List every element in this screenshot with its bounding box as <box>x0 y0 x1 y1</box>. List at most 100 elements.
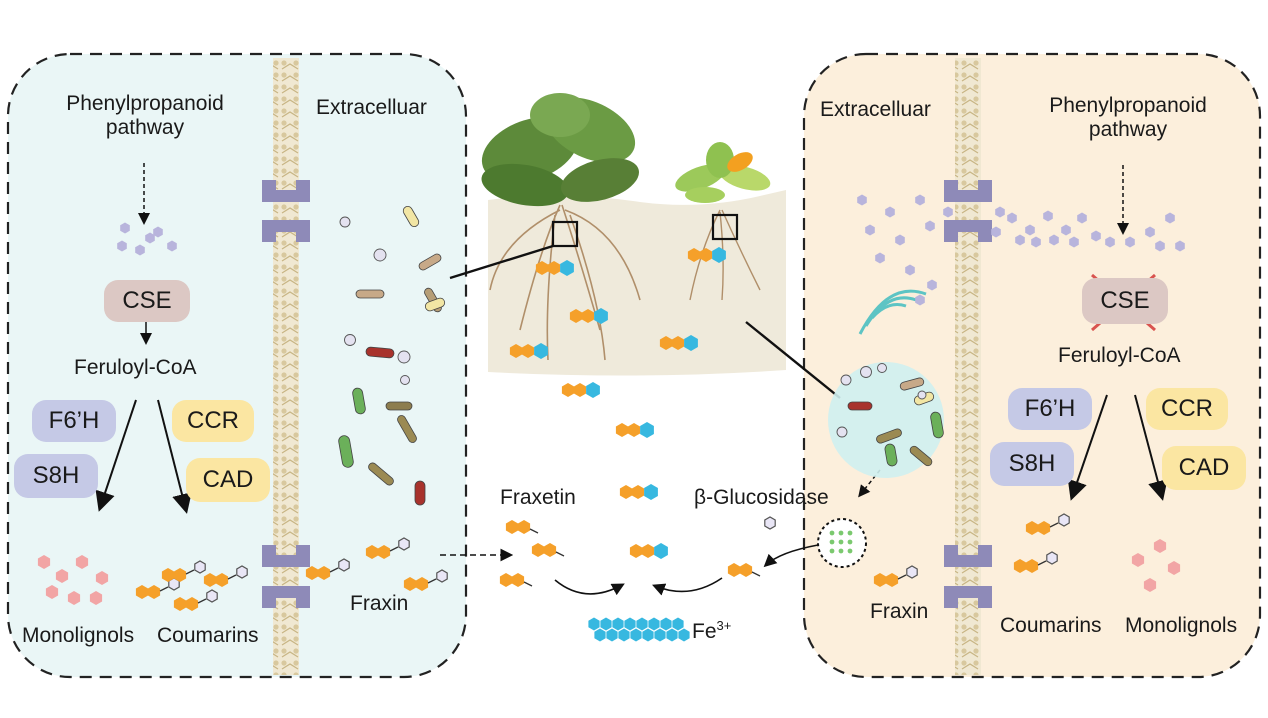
fe-coumarin-complex-ring-2 <box>581 309 595 323</box>
microbe-arrow <box>858 469 881 498</box>
fe3-ion <box>594 628 606 642</box>
zoom-line-left <box>449 244 554 280</box>
fraxin-molecule-link <box>185 569 195 575</box>
fe-charge: 3+ <box>716 618 732 633</box>
spore <box>836 426 848 438</box>
monolignol-hex <box>37 555 51 569</box>
fraxin-molecule-ring-1 <box>365 545 379 559</box>
left-panel <box>6 52 468 679</box>
fraxetin-molecule-tail <box>529 528 539 534</box>
fe3-ion <box>606 628 618 642</box>
phenylpropanoid-hex <box>1015 234 1025 246</box>
signal-icon <box>858 289 927 335</box>
phenylpropanoid-hex <box>145 232 155 244</box>
monolignol-hex <box>75 555 89 569</box>
enzyme-granule <box>829 548 835 554</box>
enzyme-granule <box>838 530 844 536</box>
fe3-ion <box>588 617 600 631</box>
fe3-ion <box>636 617 648 631</box>
bacterium <box>338 435 354 468</box>
spore <box>373 248 387 262</box>
fe-coumarin-complex-ring-2 <box>547 261 561 275</box>
enzyme-granule <box>829 539 835 545</box>
healthy-plant <box>481 93 641 361</box>
phenylpropanoid-hex <box>1061 224 1071 236</box>
fraxin-molecule-ring-1 <box>1013 559 1027 573</box>
monolignol-hex <box>89 591 103 605</box>
pathway-line-1: Phenylpropanoid <box>66 92 224 115</box>
fe3-ion <box>672 617 684 631</box>
glucose-molecule <box>764 516 776 530</box>
phenylpropanoid-hex <box>905 264 915 276</box>
monolignol-hex <box>1167 561 1181 575</box>
phenylpropanoid-hex <box>925 220 935 232</box>
fe-coumarin-complex-iron <box>684 335 698 351</box>
fe-coumarin-complex-iron <box>640 422 654 438</box>
fraxetin-molecule-ring-2 <box>739 563 753 577</box>
fe-coumarin-complex-ring-1 <box>561 383 575 397</box>
cad-enzyme-right: CAD <box>1162 446 1246 490</box>
ccr-enzyme-right: CCR <box>1146 388 1228 430</box>
coumarins-label-left: Coumarins <box>157 624 259 647</box>
fraxin-molecule-ring-1 <box>203 573 217 587</box>
fraxin-molecule-glucose <box>1058 513 1070 527</box>
pathway-line-1: Phenylpropanoid <box>1049 94 1207 117</box>
fe-coumarin-complex-ring-1 <box>687 248 701 262</box>
left-membrane <box>273 58 299 675</box>
bacterium <box>397 415 417 443</box>
spore <box>860 366 872 378</box>
fraxin-molecule-glucose <box>436 569 448 583</box>
phenylpropanoid-hex <box>1175 240 1185 252</box>
spore <box>339 216 351 228</box>
fe-coumarin-complex-ring-1 <box>509 344 523 358</box>
feruloyl-label-left: Feruloyl-CoA <box>74 356 197 379</box>
fe-coumarin-complex-iron <box>594 308 608 324</box>
cse-enzyme-left: CSE <box>104 280 190 322</box>
phenylpropanoid-hex <box>1091 230 1101 242</box>
phenylpropanoid-hex <box>1069 236 1079 248</box>
extracellular-label-right: Extracelluar <box>820 98 931 121</box>
fraxin-molecule-ring-2 <box>215 573 229 587</box>
fe-coumarin-complex-ring-2 <box>573 383 587 397</box>
molecule-layer <box>37 194 1185 642</box>
fe-coumarin-complex-ring-2 <box>641 544 655 558</box>
spore <box>397 350 411 364</box>
fraxetin-molecule-ring-1 <box>727 563 741 577</box>
spore <box>400 375 410 385</box>
phenylpropanoid-hex <box>943 206 953 218</box>
enzyme-granule <box>847 539 853 545</box>
fraxetin-label: Fraxetin <box>500 486 576 509</box>
fraxin-molecule-ring-2 <box>377 545 391 559</box>
fraxin-molecule-link <box>159 586 169 592</box>
fe3-ion <box>654 628 666 642</box>
fe-coumarin-complex-iron <box>644 484 658 500</box>
enzyme-granule <box>847 548 853 554</box>
bacterium <box>930 411 944 439</box>
fraxetin-molecule-tail <box>751 571 761 577</box>
fraxetin-molecule-ring-1 <box>499 573 513 587</box>
monolignol-hex <box>1143 578 1157 592</box>
fe-coumarin-complex-ring-1 <box>615 423 629 437</box>
spore <box>917 390 927 400</box>
fraxin-molecule-ring-2 <box>317 566 331 580</box>
fe3-ion <box>678 628 690 642</box>
monolignol-hex <box>55 569 69 583</box>
bacterium <box>352 387 366 415</box>
bacterium <box>909 445 933 467</box>
phenylpropanoid-hex <box>1165 212 1175 224</box>
branch-arrow-right-2 <box>1134 394 1168 501</box>
phenylpropanoid-hex <box>117 240 127 252</box>
phenylpropanoid-hex <box>1145 226 1155 238</box>
monolignols-label-left: Monolignols <box>22 624 135 647</box>
fraxin-molecule-ring-2 <box>185 597 199 611</box>
fraxin-molecule-glucose <box>194 560 206 574</box>
pathway-label-left: Phenylpropanoid pathway <box>60 92 230 140</box>
fraxin-molecule-glucose <box>398 537 410 551</box>
phenylpropanoid-hex <box>1125 236 1135 248</box>
fe-coumarin-complex-ring-1 <box>629 544 643 558</box>
phenylpropanoid-hex <box>915 194 925 206</box>
fraxin-molecule-ring-2 <box>415 577 429 591</box>
phenylpropanoid-hex <box>1077 212 1087 224</box>
fe-coumarin-complex-ring-1 <box>535 261 549 275</box>
fe-coumarin-complex-iron <box>712 247 726 263</box>
